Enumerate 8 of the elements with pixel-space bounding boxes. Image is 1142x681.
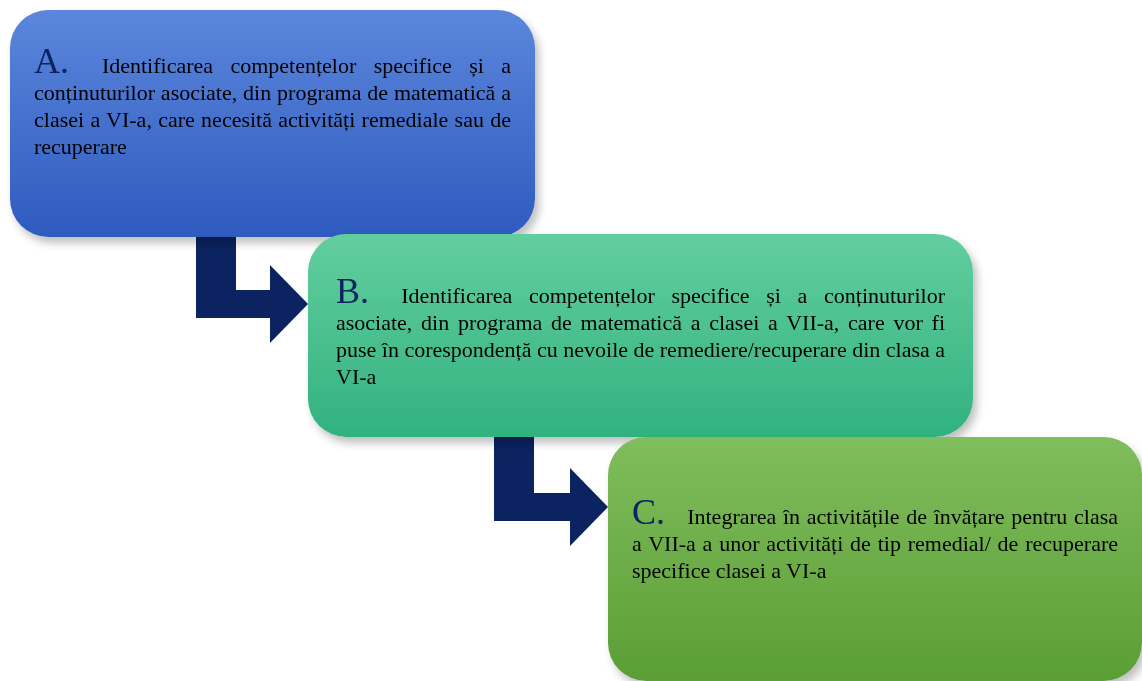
step-text: B. Identificarea competențelor specifice și a conținuturilor asociate, din programa de matematică a clasei a VII-a, care vor fi puse în corespondență cu nevoile de remediere/recuperare din clasa a VI-a xyxy=(336,278,945,390)
step-text: A. Identificarea competențelor specifice și a conținuturilor asociate, din programa de matematică a clasei a VI-a, care necesită activități remediale sau de recuperare xyxy=(34,48,511,160)
step-box xyxy=(10,10,535,237)
step-box xyxy=(308,234,973,437)
elbow-arrow xyxy=(196,237,308,343)
step-box xyxy=(608,437,1142,681)
elbow-arrow xyxy=(494,437,608,546)
step-text: C. Integrarea în activitățile de învățare pentru clasa a VII-a a unor activități de tip remedial/ de recuperare specifice clasei a VI-a xyxy=(632,499,1118,584)
